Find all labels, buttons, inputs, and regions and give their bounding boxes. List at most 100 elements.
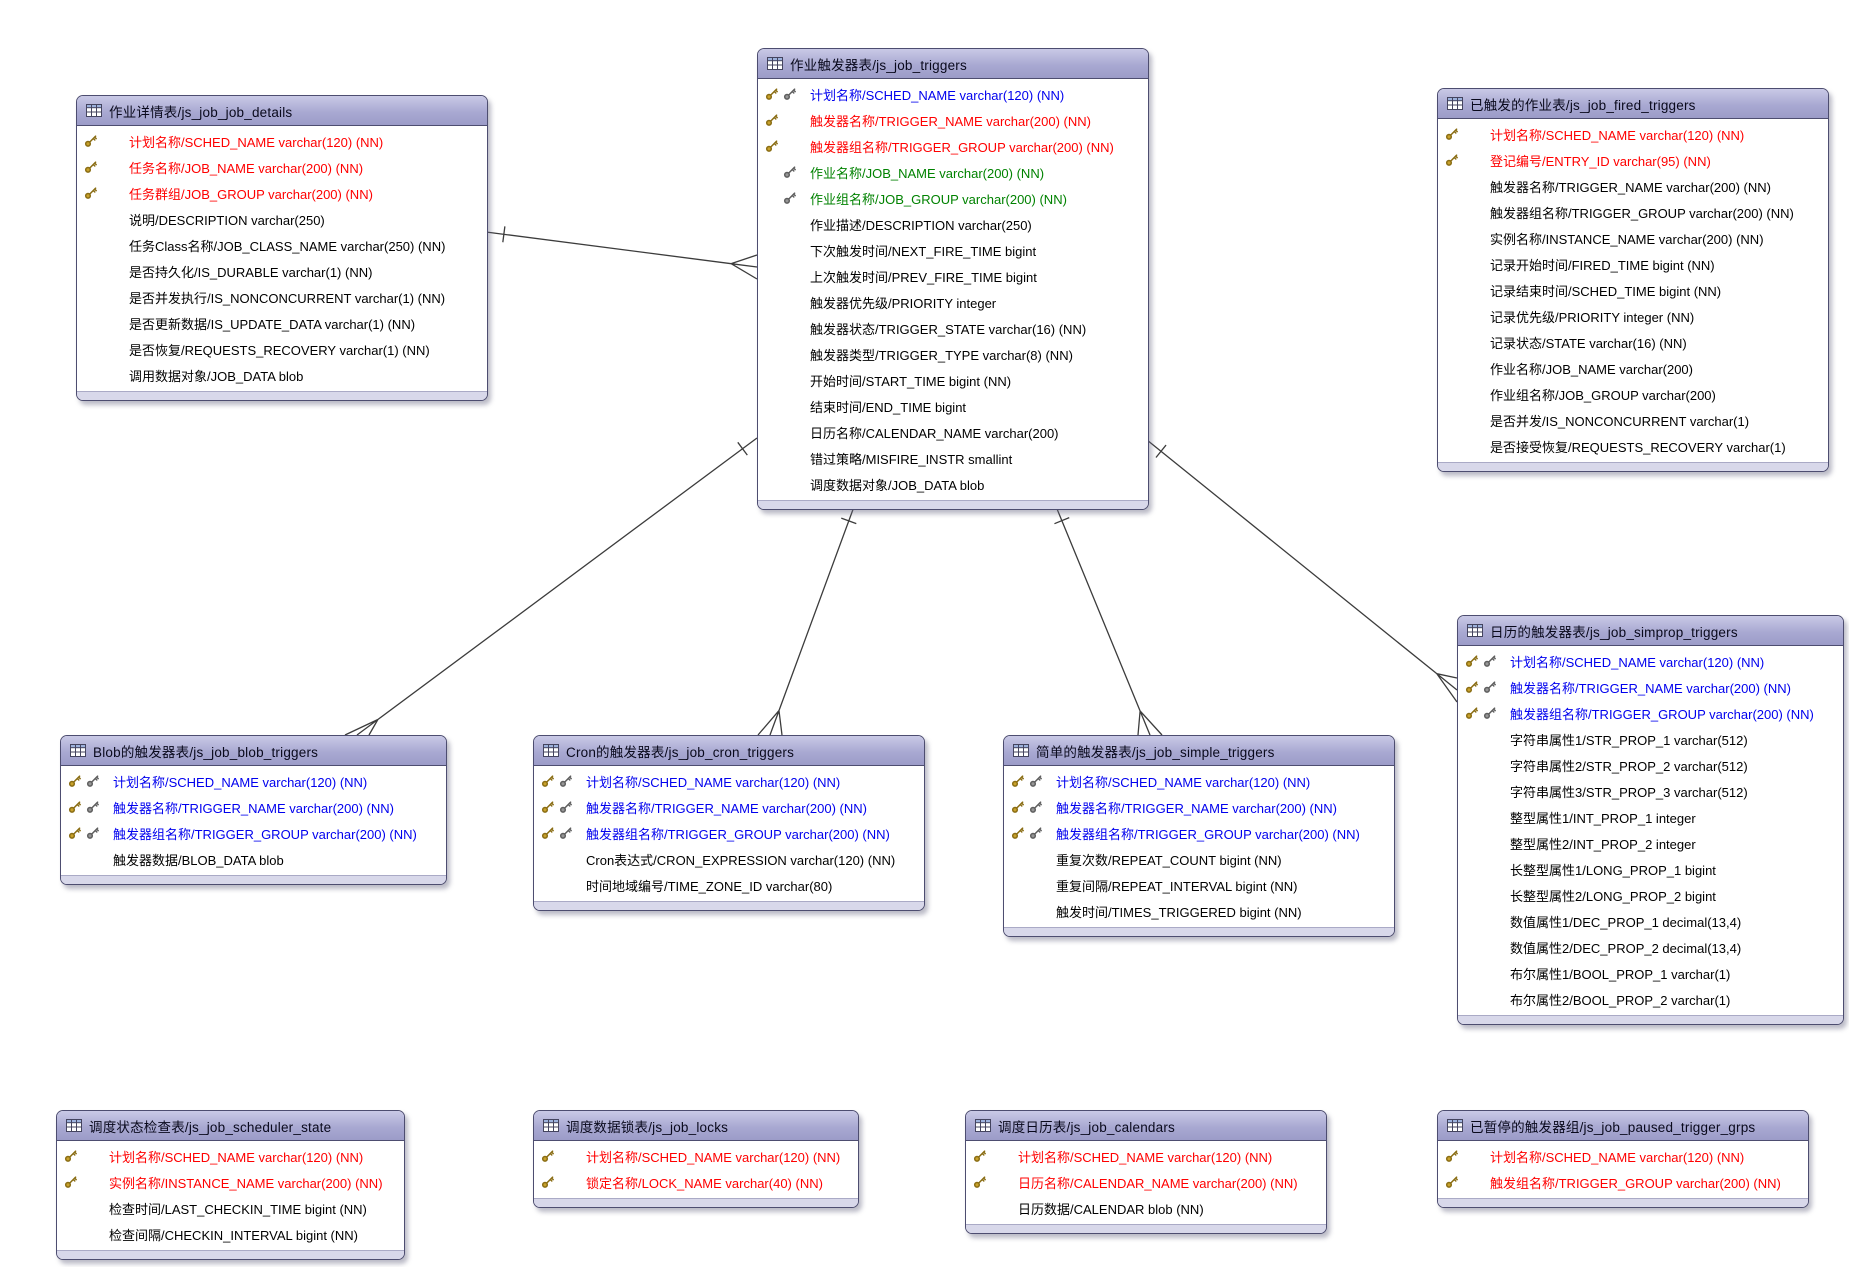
field-row[interactable]: 实例名称/INSTANCE_NAME varchar(200) (NN) [57,1169,404,1195]
field-row[interactable]: 结束时间/END_TIME bigint [758,393,1148,419]
field-row[interactable]: 字符串属性3/STR_PROP_3 varchar(512) [1458,778,1843,804]
relationship-connector[interactable] [485,226,758,280]
field-row[interactable]: 是否持久化/IS_DURABLE varchar(1) (NN) [77,258,487,284]
table-header[interactable]: 作业详情表/js_job_job_details [77,96,487,126]
field-row[interactable]: 计划名称/SCHED_NAME varchar(120) (NN) [534,768,924,794]
field-row[interactable]: Cron表达式/CRON_EXPRESSION varchar(120) (NN… [534,846,924,872]
relationship-connector[interactable] [1146,439,1458,703]
field-row[interactable]: 字符串属性2/STR_PROP_2 varchar(512) [1458,752,1843,778]
field-row[interactable]: 计划名称/SCHED_NAME varchar(120) (NN) [966,1143,1326,1169]
field-row[interactable]: 任务Class名称/JOB_CLASS_NAME varchar(250) (N… [77,232,487,258]
field-row[interactable]: 计划名称/SCHED_NAME varchar(120) (NN) [1438,1143,1808,1169]
field-row[interactable]: 触发器名称/TRIGGER_NAME varchar(200) (NN) [1458,674,1843,700]
field-row[interactable]: 触发器名称/TRIGGER_NAME varchar(200) (NN) [1438,173,1828,199]
field-row[interactable]: 触发器名称/TRIGGER_NAME varchar(200) (NN) [61,794,446,820]
field-row[interactable]: 计划名称/SCHED_NAME varchar(120) (NN) [1438,121,1828,147]
field-row[interactable]: 整型属性1/INT_PROP_1 integer [1458,804,1843,830]
field-row[interactable]: 触发器名称/TRIGGER_NAME varchar(200) (NN) [534,794,924,820]
field-row[interactable]: 任务群组/JOB_GROUP varchar(200) (NN) [77,180,487,206]
field-row[interactable]: 计划名称/SCHED_NAME varchar(120) (NN) [77,128,487,154]
field-row[interactable]: 锁定名称/LOCK_NAME varchar(40) (NN) [534,1169,858,1195]
table-header[interactable]: Blob的触发器表/js_job_blob_triggers [61,736,446,766]
field-row[interactable]: 重复次数/REPEAT_COUNT bigint (NN) [1004,846,1394,872]
field-row[interactable]: 布尔属性1/BOOL_PROP_1 varchar(1) [1458,960,1843,986]
field-row[interactable]: 作业名称/JOB_NAME varchar(200) (NN) [758,159,1148,185]
field-row[interactable]: 检查间隔/CHECKIN_INTERVAL bigint (NN) [57,1221,404,1247]
field-row[interactable]: 记录结束时间/SCHED_TIME bigint (NN) [1438,277,1828,303]
relationship-connector[interactable] [1054,503,1163,736]
field-row[interactable]: 触发器名称/TRIGGER_NAME varchar(200) (NN) [758,107,1148,133]
field-row[interactable]: 计划名称/SCHED_NAME varchar(120) (NN) [534,1143,858,1169]
field-row[interactable]: 实例名称/INSTANCE_NAME varchar(200) (NN) [1438,225,1828,251]
field-row[interactable]: 计划名称/SCHED_NAME varchar(120) (NN) [1004,768,1394,794]
field-row[interactable]: 数值属性1/DEC_PROP_1 decimal(13,4) [1458,908,1843,934]
field-row[interactable]: 上次触发时间/PREV_FIRE_TIME bigint [758,263,1148,289]
relationship-connector[interactable] [344,437,758,736]
field-row[interactable]: 触发器名称/TRIGGER_NAME varchar(200) (NN) [1004,794,1394,820]
field-row[interactable]: 触发器组名称/TRIGGER_GROUP varchar(200) (NN) [1458,700,1843,726]
field-row[interactable]: 记录优先级/PRIORITY integer (NN) [1438,303,1828,329]
field-row[interactable]: 作业组名称/JOB_GROUP varchar(200) (NN) [758,185,1148,211]
field-row[interactable]: 日历数据/CALENDAR blob (NN) [966,1195,1326,1221]
table-header[interactable]: 调度状态检查表/js_job_scheduler_state [57,1111,404,1141]
field-row[interactable]: 下次触发时间/NEXT_FIRE_TIME bigint [758,237,1148,263]
field-row[interactable]: 长整型属性2/LONG_PROP_2 bigint [1458,882,1843,908]
field-row[interactable]: 是否并发执行/IS_NONCONCURRENT varchar(1) (NN) [77,284,487,310]
field-row[interactable]: 整型属性2/INT_PROP_2 integer [1458,830,1843,856]
field-row[interactable]: 计划名称/SCHED_NAME varchar(120) (NN) [57,1143,404,1169]
field-row[interactable]: 日历名称/CALENDAR_NAME varchar(200) [758,419,1148,445]
field-row[interactable]: 调度数据对象/JOB_DATA blob [758,471,1148,497]
field-row[interactable]: 记录状态/STATE varchar(16) (NN) [1438,329,1828,355]
field-row[interactable]: 触发器类型/TRIGGER_TYPE varchar(8) (NN) [758,341,1148,367]
field-row[interactable]: 记录开始时间/FIRED_TIME bigint (NN) [1438,251,1828,277]
field-row[interactable]: 登记编号/ENTRY_ID varchar(95) (NN) [1438,147,1828,173]
field-row[interactable]: 触发器数据/BLOB_DATA blob [61,846,446,872]
table-header[interactable]: Cron的触发器表/js_job_cron_triggers [534,736,924,766]
field-row[interactable]: 说明/DESCRIPTION varchar(250) [77,206,487,232]
field-row[interactable]: 触发器组名称/TRIGGER_GROUP varchar(200) (NN) [1004,820,1394,846]
field-row[interactable]: 任务名称/JOB_NAME varchar(200) (NN) [77,154,487,180]
field-row[interactable]: 布尔属性2/BOOL_PROP_2 varchar(1) [1458,986,1843,1012]
table-header[interactable]: 已暂停的触发器组/js_job_paused_trigger_grps [1438,1111,1808,1141]
field-row[interactable]: 检查时间/LAST_CHECKIN_TIME bigint (NN) [57,1195,404,1221]
field-row[interactable]: 长整型属性1/LONG_PROP_1 bigint [1458,856,1843,882]
field-row[interactable]: 日历名称/CALENDAR_NAME varchar(200) (NN) [966,1169,1326,1195]
field-row[interactable]: 触发器优先级/PRIORITY integer [758,289,1148,315]
table-header[interactable]: 已触发的作业表/js_job_fired_triggers [1438,89,1828,119]
table-header[interactable]: 日历的触发器表/js_job_simprop_triggers [1458,616,1843,646]
field-row[interactable]: 错过策略/MISFIRE_INSTR smallint [758,445,1148,471]
field-row[interactable]: 触发器组名称/TRIGGER_GROUP varchar(200) (NN) [61,820,446,846]
field-row[interactable]: 数值属性2/DEC_PROP_2 decimal(13,4) [1458,934,1843,960]
relationship-connector[interactable] [757,503,857,736]
field-row[interactable]: 开始时间/START_TIME bigint (NN) [758,367,1148,393]
field-row[interactable]: 重复间隔/REPEAT_INTERVAL bigint (NN) [1004,872,1394,898]
field-row[interactable]: 字符串属性1/STR_PROP_1 varchar(512) [1458,726,1843,752]
field-row[interactable]: 是否并发/IS_NONCONCURRENT varchar(1) [1438,407,1828,433]
field-row[interactable]: 是否接受恢复/REQUESTS_RECOVERY varchar(1) [1438,433,1828,459]
table-header[interactable]: 简单的触发器表/js_job_simple_triggers [1004,736,1394,766]
table-header[interactable]: 作业触发器表/js_job_triggers [758,49,1148,79]
field-row[interactable]: 触发组名称/TRIGGER_GROUP varchar(200) (NN) [1438,1169,1808,1195]
field-row[interactable]: 作业组名称/JOB_GROUP varchar(200) [1438,381,1828,407]
field-row[interactable]: 触发器组名称/TRIGGER_GROUP varchar(200) (NN) [1438,199,1828,225]
field-row[interactable]: 触发器组名称/TRIGGER_GROUP varchar(200) (NN) [534,820,924,846]
table-header[interactable]: 调度数据锁表/js_job_locks [534,1111,858,1141]
field-row[interactable]: 触发器组名称/TRIGGER_GROUP varchar(200) (NN) [758,133,1148,159]
field-row[interactable]: 计划名称/SCHED_NAME varchar(120) (NN) [1458,648,1843,674]
field-row[interactable]: 是否恢复/REQUESTS_RECOVERY varchar(1) (NN) [77,336,487,362]
field-row[interactable]: 计划名称/SCHED_NAME varchar(120) (NN) [61,768,446,794]
field-row[interactable]: 调用数据对象/JOB_DATA blob [77,362,487,388]
field-row[interactable]: 是否更新数据/IS_UPDATE_DATA varchar(1) (NN) [77,310,487,336]
field-row[interactable]: 触发时间/TIMES_TRIGGERED bigint (NN) [1004,898,1394,924]
field-row[interactable]: 计划名称/SCHED_NAME varchar(120) (NN) [758,81,1148,107]
field-row[interactable]: 作业描述/DESCRIPTION varchar(250) [758,211,1148,237]
